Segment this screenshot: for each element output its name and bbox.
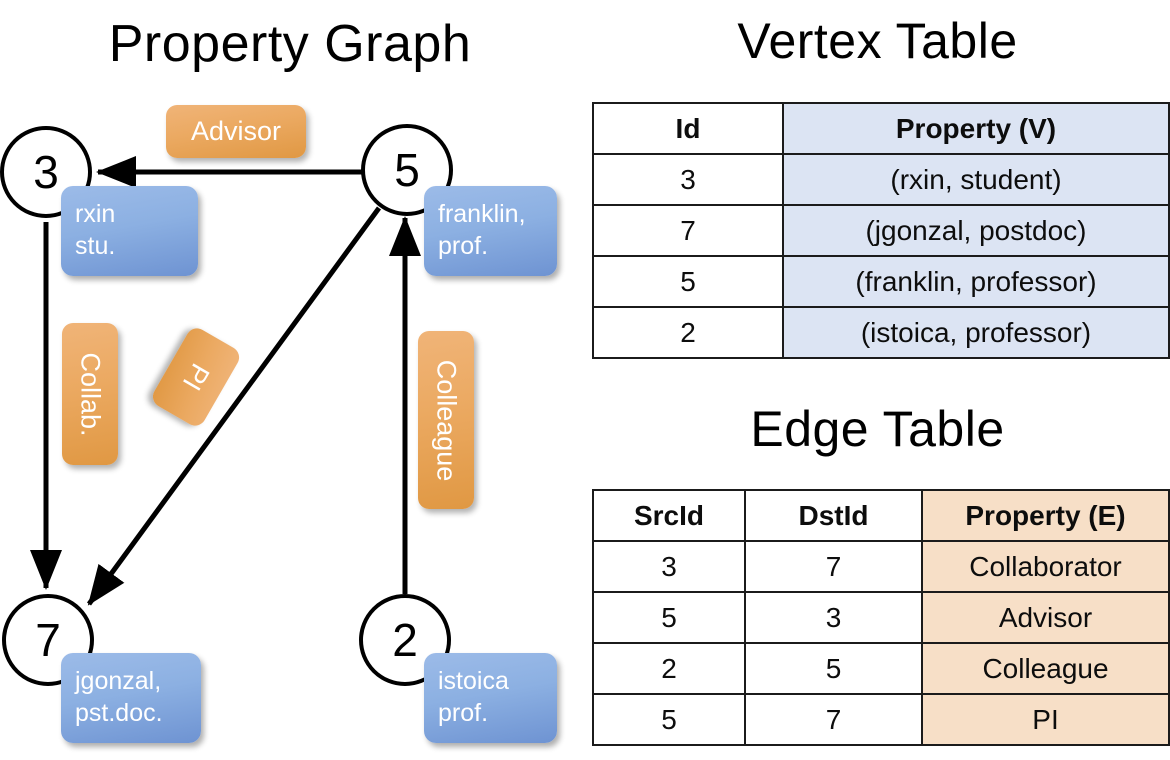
vertex-property-line2: pst.doc. — [75, 699, 163, 727]
vertex-table-header-property: Property (V) — [782, 102, 1170, 155]
edge-table-header-srcid: SrcId — [592, 489, 746, 542]
property-graph-diagram: 3 5 7 2 rxin stu. franklin, prof. jgonza… — [0, 105, 557, 743]
edge-5-to-7 — [86, 206, 382, 606]
vertex-property-line1: franklin, — [438, 200, 526, 228]
table-row[interactable]: 5 (franklin, professor) — [592, 255, 1170, 308]
vertex-property-line1: jgonzal, — [75, 667, 162, 695]
vertex-table-header-row: Id Property (V) — [592, 102, 1170, 155]
graph-edges-layer — [30, 156, 421, 606]
edge-label-collab[interactable]: Collab. — [62, 323, 118, 465]
section-title-edge-table: Edge Table — [750, 401, 1005, 457]
edge-label-colleague-text: Colleague — [431, 359, 462, 481]
vertex-table-header-id: Id — [592, 102, 784, 155]
vertex-cell-id: 2 — [592, 306, 784, 359]
edge-cell-dstid: 5 — [744, 642, 923, 695]
vertex-property-box-2[interactable]: istoica prof. — [424, 653, 557, 743]
vertex-property-box-5[interactable]: franklin, prof. — [424, 186, 557, 276]
edge-cell-property: Advisor — [921, 591, 1170, 644]
edge-cell-srcid: 5 — [592, 693, 746, 746]
vertex-cell-id: 5 — [592, 255, 784, 308]
table-row[interactable]: 2 (istoica, professor) — [592, 306, 1170, 359]
section-title-vertex-table: Vertex Table — [737, 13, 1018, 69]
vertex-property-line2: prof. — [438, 232, 489, 260]
table-row[interactable]: 7 (jgonzal, postdoc) — [592, 204, 1170, 257]
vertex-cell-property: (franklin, professor) — [782, 255, 1170, 308]
edge-label-pi-text: PI — [177, 358, 216, 396]
vertex-table: Id Property (V) 3 (rxin, student) 7 (jgo… — [592, 102, 1170, 359]
edge-cell-dstid: 3 — [744, 591, 923, 644]
table-row[interactable]: 3 (rxin, student) — [592, 153, 1170, 206]
edge-cell-dstid: 7 — [744, 540, 923, 593]
edge-label-colleague[interactable]: Colleague — [418, 331, 474, 509]
graph-node-2[interactable]: 2 — [359, 594, 451, 686]
edge-table: SrcId DstId Property (E) 3 7 Collaborato… — [592, 489, 1170, 746]
edge-cell-dstid: 7 — [744, 693, 923, 746]
table-row[interactable]: 2 5 Colleague — [592, 642, 1170, 695]
vertex-property-line1: istoica — [438, 667, 509, 695]
edge-table-header-property: Property (E) — [921, 489, 1170, 542]
edge-table-header-dstid: DstId — [744, 489, 923, 542]
graph-node-5[interactable]: 5 — [361, 124, 453, 216]
vertex-property-box-3[interactable]: rxin stu. — [61, 186, 198, 276]
edge-cell-property: Colleague — [921, 642, 1170, 695]
page-title-property-graph: Property Graph — [108, 15, 472, 73]
edge-cell-property: Collaborator — [921, 540, 1170, 593]
vertex-cell-id: 3 — [592, 153, 784, 206]
table-row[interactable]: 5 7 PI — [592, 693, 1170, 746]
vertex-cell-property: (jgonzal, postdoc) — [782, 204, 1170, 257]
edge-label-collab-text: Collab. — [75, 351, 106, 437]
vertex-property-box-7[interactable]: jgonzal, pst.doc. — [61, 653, 201, 743]
vertex-property-line2: stu. — [75, 232, 116, 260]
vertex-property-line1: rxin — [75, 200, 116, 228]
vertex-property-line2: prof. — [438, 699, 489, 727]
table-row[interactable]: 3 7 Collaborator — [592, 540, 1170, 593]
edge-cell-srcid: 2 — [592, 642, 746, 695]
edge-cell-property: PI — [921, 693, 1170, 746]
vertex-cell-property: (istoica, professor) — [782, 306, 1170, 359]
vertex-cell-id: 7 — [592, 204, 784, 257]
vertex-cell-property: (rxin, student) — [782, 153, 1170, 206]
edge-table-header-row: SrcId DstId Property (E) — [592, 489, 1170, 542]
edge-cell-srcid: 5 — [592, 591, 746, 644]
edge-label-advisor-text: Advisor — [190, 116, 282, 146]
edge-label-advisor[interactable]: Advisor — [166, 105, 306, 158]
table-row[interactable]: 5 3 Advisor — [592, 591, 1170, 644]
edge-cell-srcid: 3 — [592, 540, 746, 593]
